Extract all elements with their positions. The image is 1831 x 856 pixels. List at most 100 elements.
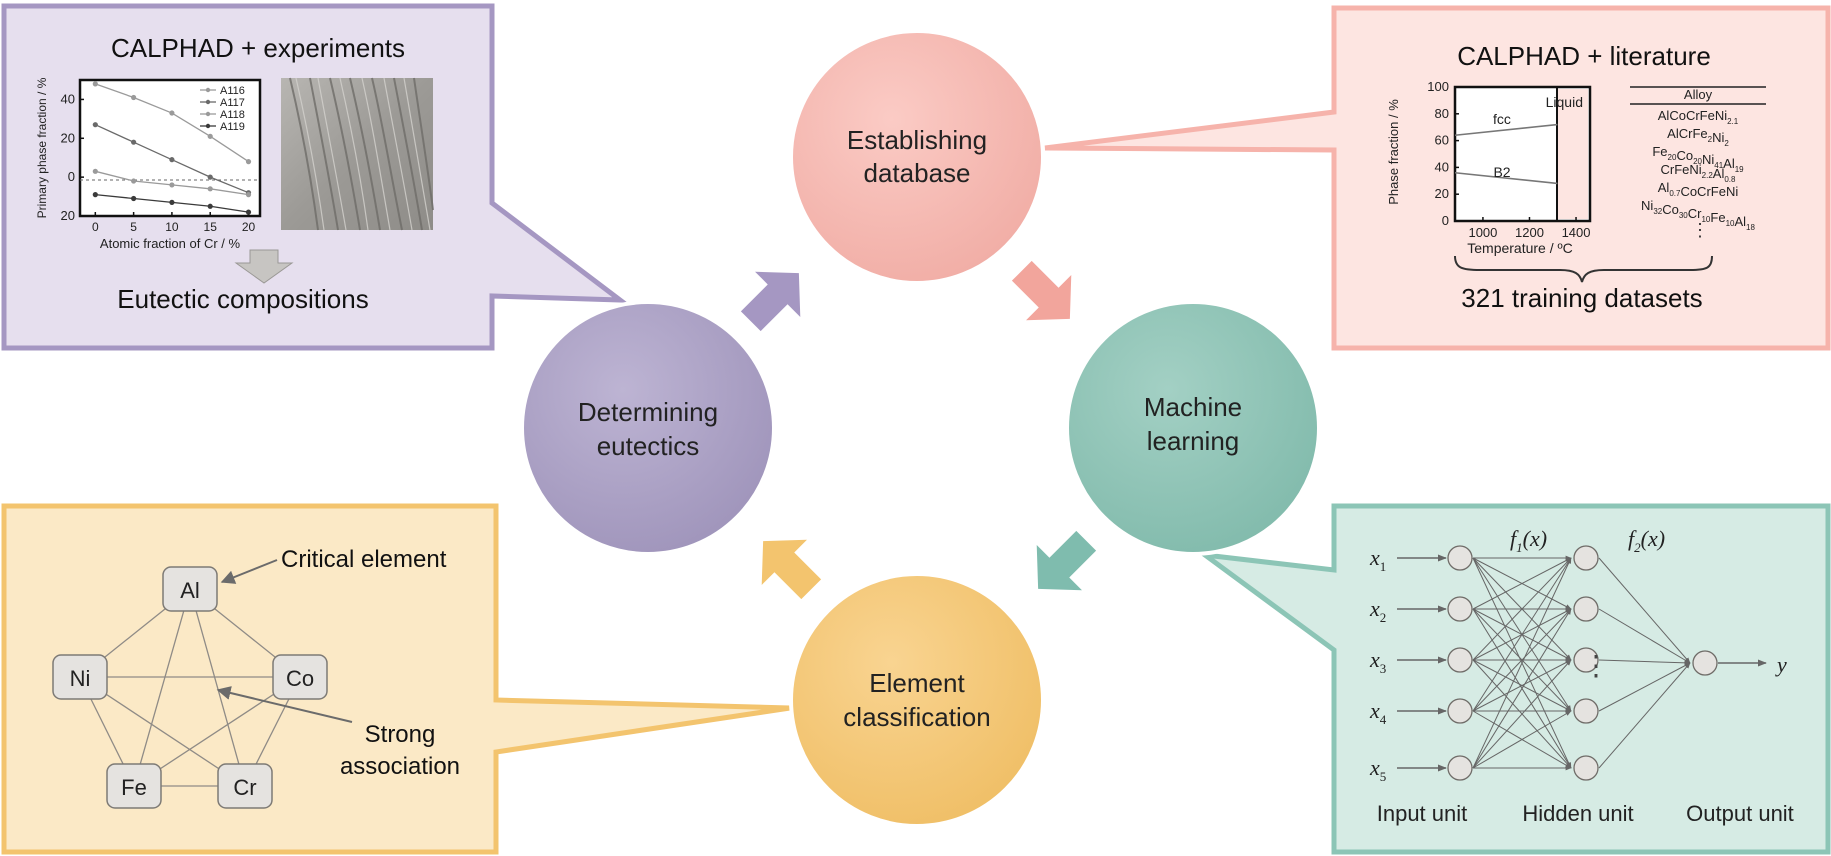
phase-chart-xlabel: Temperature / ºC — [1467, 240, 1573, 256]
nn-hidden-node — [1573, 647, 1599, 673]
nn-edge — [1472, 608, 1572, 769]
fcc-label: fcc — [1493, 111, 1511, 127]
literature-title: CALPHAD + literature — [1457, 41, 1711, 71]
cr-y-tick-label: 40 — [61, 91, 75, 106]
nn-input-node — [1447, 596, 1473, 622]
nn-edge — [1472, 557, 1572, 610]
liquid-region — [1557, 89, 1588, 219]
alloy-table-ellipsis: ⋮ — [1691, 220, 1709, 240]
cr-data-point — [92, 122, 98, 128]
cr-data-point — [207, 174, 213, 180]
nn-input-node — [1447, 545, 1473, 571]
nn-edge — [1472, 659, 1572, 712]
experiments-title: CALPHAD + experiments — [111, 33, 405, 63]
nn-input-label: x2 — [1369, 596, 1386, 625]
cr-x-tick-label: 0 — [92, 220, 99, 234]
nn-edge — [1472, 608, 1572, 712]
cr-chart-ylabel: Primary phase fraction / % — [35, 77, 49, 218]
nn-edge — [1472, 659, 1572, 769]
node-al: Al — [162, 566, 218, 612]
cr-data-point — [169, 110, 175, 116]
cr-x-tick-label: 10 — [165, 220, 179, 234]
arrow-to-database — [740, 271, 801, 332]
critical-pointer — [220, 559, 278, 584]
training-datasets-label: 321 training datasets — [1461, 283, 1702, 313]
determining-eutectics-node: Determining eutectics — [520, 300, 776, 556]
node-fe-label: Fe — [121, 775, 147, 800]
nn-input-node — [1447, 647, 1473, 673]
nn-edge — [1472, 710, 1572, 769]
alloy-row: Ni32Co30Cr10Fe10Al18 — [1641, 198, 1755, 232]
node-cr: Cr — [217, 763, 273, 809]
cr-legend-label: A119 — [220, 121, 245, 133]
establishing-database-node: Establishing database — [789, 29, 1045, 285]
establishing-label-line2: database — [864, 158, 971, 188]
cr-data-point — [92, 192, 98, 198]
element-label-line1: Element — [869, 668, 965, 698]
phase-x-tick-label: 1000 — [1468, 225, 1497, 240]
datasets-brace — [1454, 255, 1713, 283]
phase-x-tick-label: 1200 — [1515, 225, 1544, 240]
cr-chart-xlabel: Atomic fraction of Cr / % — [100, 236, 241, 251]
b2-label: B2 — [1493, 164, 1510, 180]
phase-chart-ylabel: Phase fraction / % — [1386, 99, 1401, 205]
phase-y-tick-label: 20 — [1435, 186, 1449, 201]
liquid-label: Liquid — [1546, 94, 1583, 110]
machine-learning-node: Machine learning — [1065, 300, 1321, 556]
cr-legend-label: A116 — [220, 85, 245, 97]
output-unit-label: Output unit — [1686, 801, 1794, 826]
cr-data-point — [131, 94, 137, 101]
cr-y-tick-label: 20 — [61, 130, 75, 145]
cr-y-tick-label: 0 — [68, 169, 75, 184]
element-association-graph: Al Ni Co Fe Cr Critical element Strong a… — [52, 546, 460, 809]
hidden-ellipsis: ⋮ — [1582, 650, 1610, 681]
literature-callout — [1044, 5, 1831, 351]
result-down-arrow — [234, 249, 294, 284]
cr-data-point — [169, 199, 175, 205]
eutectic-microstructure-image — [281, 77, 434, 231]
nn-input-node — [1447, 755, 1473, 781]
strong-label-line1: Strong — [365, 721, 436, 748]
alloy-row: AlCrFe2Ni2 — [1667, 126, 1729, 148]
f1-label: f1(x) — [1510, 526, 1547, 555]
cr-legend-marker — [205, 111, 211, 117]
alloy-table: Alloy AlCoCrFeNi2.1AlCrFe2Ni2Fe20Co20Ni4… — [1630, 86, 1766, 240]
node-ni: Ni — [52, 654, 108, 700]
arrow-to-machine-learning — [1011, 260, 1072, 321]
critical-element-label: Critical element — [281, 546, 447, 573]
cr-data-point — [245, 159, 252, 165]
phase-x-tick-label: 1400 — [1562, 225, 1591, 240]
input-unit-label: Input unit — [1377, 801, 1468, 826]
nn-input-label: x1 — [1369, 545, 1386, 574]
cr-chart-frame — [78, 78, 262, 218]
cr-data-point — [92, 168, 98, 174]
nn-edge — [1598, 662, 1691, 769]
nn-edge — [1598, 659, 1691, 666]
determining-label-line2: eutectics — [597, 431, 700, 461]
nn-edge — [1472, 557, 1572, 661]
phase-series-line-b2 — [1454, 171, 1558, 185]
nn-output-node — [1692, 650, 1718, 676]
strong-label-line2: association — [340, 753, 460, 780]
output-y-label: y — [1775, 652, 1787, 677]
alloy-row: CrFeNi2.2Al0.8 — [1661, 162, 1737, 184]
cr-x-tick-label: 5 — [130, 220, 137, 234]
cr-data-point — [92, 81, 98, 87]
alloy-row: Fe20Co20Ni41Al19 — [1652, 144, 1744, 174]
nn-input-label: x4 — [1369, 698, 1387, 727]
phase-y-tick-label: 100 — [1427, 79, 1449, 94]
cr-legend-marker — [205, 87, 211, 93]
machine-label-line2: learning — [1147, 426, 1240, 456]
node-al-label: Al — [180, 578, 200, 603]
cr-data-point — [169, 157, 175, 163]
cr-data-point — [207, 186, 213, 192]
node-fe: Fe — [106, 763, 162, 809]
cr-data-point — [131, 195, 137, 202]
node-co: Co — [272, 654, 328, 700]
alloy-row: AlCoCrFeNi2.1 — [1658, 108, 1739, 126]
nn-edge — [1598, 557, 1691, 664]
nn-edge — [1598, 662, 1691, 712]
